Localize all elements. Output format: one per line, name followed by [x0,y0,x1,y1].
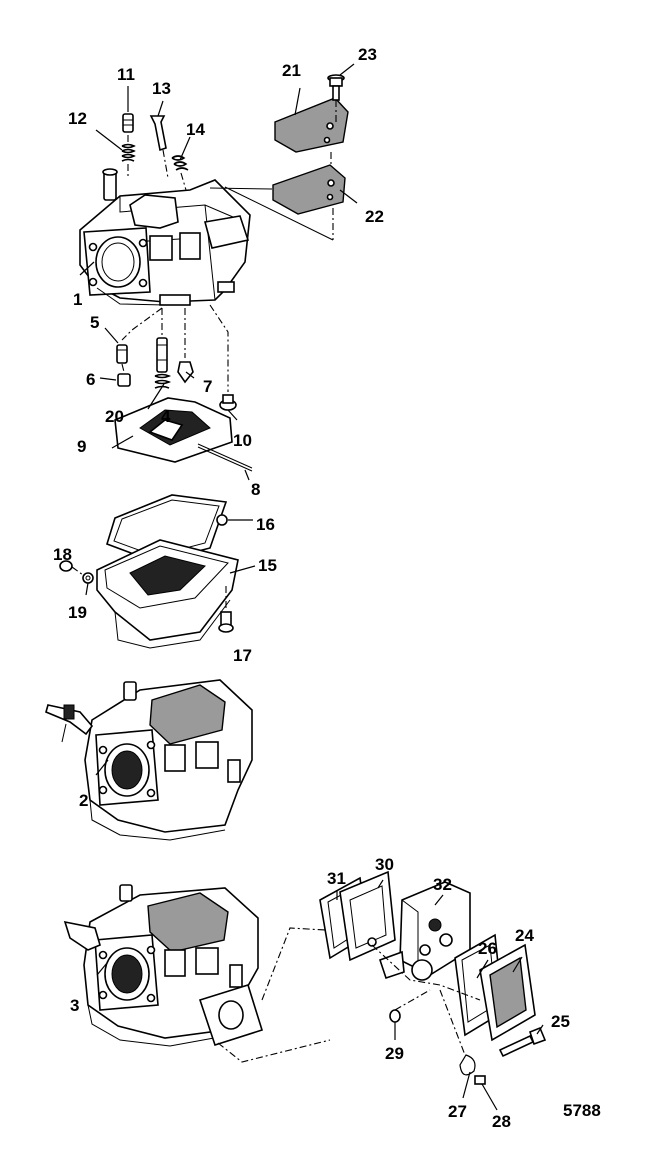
callout-5: 5 [90,313,99,332]
callout-2: 2 [79,791,88,810]
callout-4: 4 [161,407,171,426]
callout-21: 21 [282,61,301,80]
fuel-pump-exploded [319,870,547,1085]
callout-30: 30 [375,855,394,874]
main-jet-parts [116,304,237,411]
callout-3: 3 [70,996,79,1015]
callout-13: 13 [152,79,171,98]
callout-28: 28 [492,1112,511,1131]
callout-1: 1 [73,290,82,309]
callout-7: 7 [203,377,212,396]
callout-9: 9 [77,437,86,456]
callout-16: 16 [256,515,275,534]
leader-lines [79,63,544,1111]
figure-id: 5788 [563,1101,601,1120]
callout-17: 17 [233,646,252,665]
callout-27: 27 [448,1102,467,1121]
callout-25: 25 [551,1012,570,1031]
callout-19: 19 [68,603,87,622]
callout-24: 24 [515,926,534,945]
float-assembly [114,397,253,472]
float-bowl [59,539,239,649]
callout-8: 8 [251,480,260,499]
callout-15: 15 [258,556,277,575]
carburetor-assembly-3 [63,884,331,1063]
callout-29: 29 [385,1044,404,1063]
callout-22: 22 [365,207,384,226]
cover-plates [209,74,349,241]
callout-labels: 11 12 13 14 21 23 22 1 5 6 7 20 4 10 9 8… [53,45,601,1131]
callout-12: 12 [68,109,87,128]
callout-23: 23 [358,45,377,64]
carburetor-body-assembly [79,168,251,306]
callout-18: 18 [53,545,72,564]
carburetor-assembly-2 [45,679,253,841]
callout-32: 32 [433,875,452,894]
callout-6: 6 [86,370,95,389]
callout-14: 14 [186,120,205,139]
callout-26: 26 [478,939,497,958]
callout-20: 20 [105,407,124,426]
callout-31: 31 [327,869,346,888]
callout-10: 10 [233,431,252,450]
callout-11: 11 [117,65,135,84]
idle-jet-parts [121,113,189,191]
float-bowl-gasket [106,494,228,563]
